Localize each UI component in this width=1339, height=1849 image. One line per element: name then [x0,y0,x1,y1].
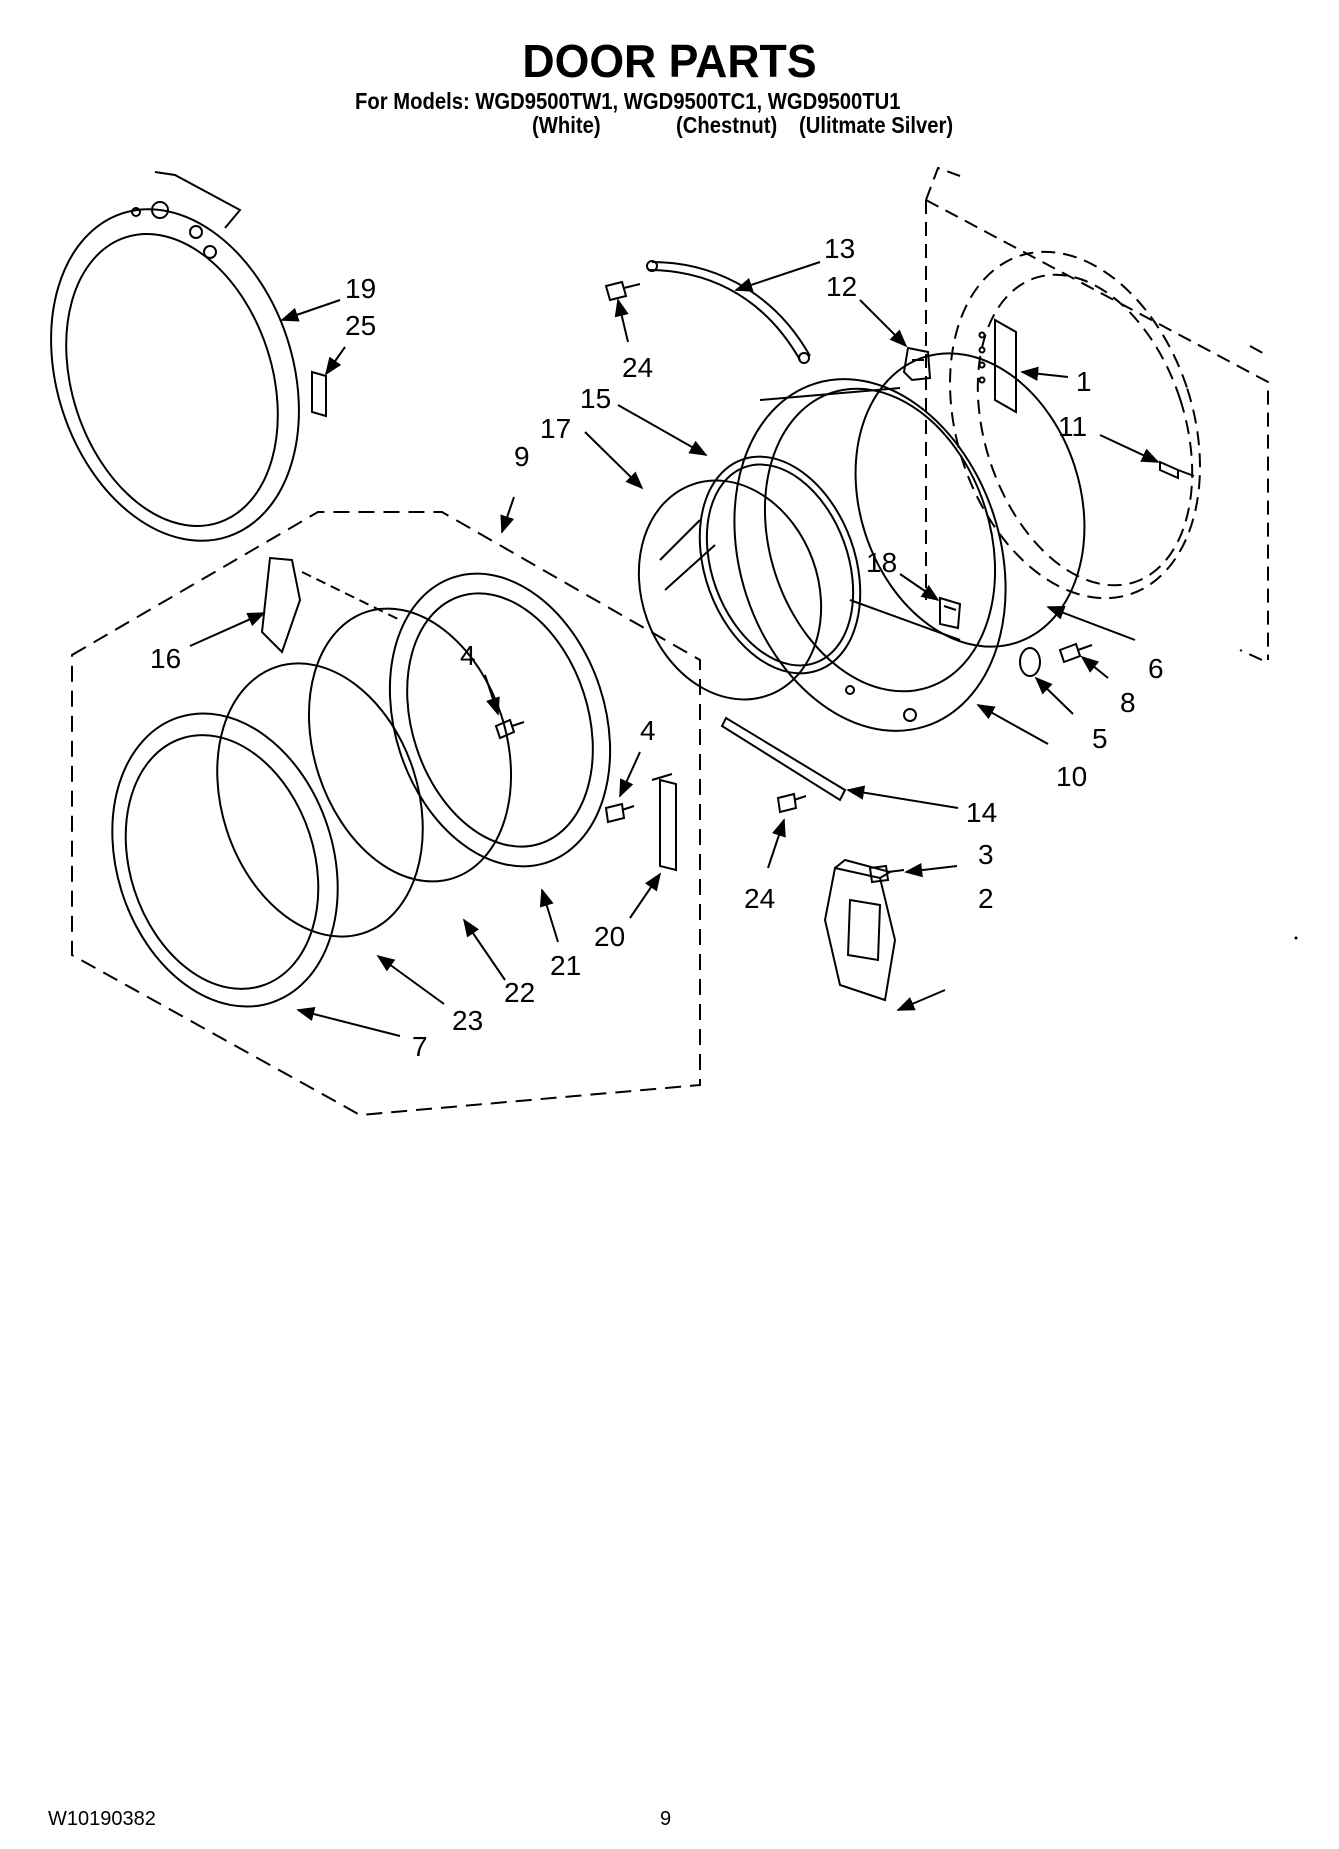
cabinet-front-outline [925,166,1269,661]
part-14-strip [720,716,847,802]
part-18-catch [939,596,962,630]
callout-3: 3 [978,839,994,870]
part-16-leader-dash [301,571,401,621]
callout-15: 15 [580,383,611,414]
part-16-hinge-cover [260,556,302,654]
callout-22: 22 [504,977,535,1008]
callout-21: 21 [550,950,581,981]
callout-24a: 24 [622,352,653,383]
part-6-door-seal [854,352,1086,648]
callout-4a: 4 [460,640,476,671]
callout-7: 7 [412,1031,428,1062]
callout-5: 5 [1092,723,1108,754]
callout-16: 16 [150,643,181,674]
callout-24b: 24 [744,883,775,914]
callout-17: 17 [540,413,571,444]
part-17-glass [637,479,823,701]
document-number: W10190382 [48,1808,156,1830]
part-24-screw-bottom [776,792,807,814]
part-2-latch-assembly [823,858,897,1002]
part-4-screw-a [494,718,525,740]
page-number: 9 [660,1808,672,1830]
part-19-outer-door-ring [50,171,300,542]
callout-23: 23 [452,1005,483,1036]
callout-13: 13 [824,233,855,264]
callout-10: 10 [1056,761,1087,792]
callout-9: 9 [514,441,530,472]
callout-6: 6 [1148,653,1164,684]
callout-1: 1 [1076,366,1092,397]
part-1-hinge-plate [978,318,1017,414]
speck [1294,936,1298,940]
part-25-clip [311,370,327,418]
part-9-group-outline [71,511,701,1117]
part-22-door-trim-ring [307,607,513,883]
part-21-inner-door-frame [388,572,612,868]
callout-25: 25 [345,310,376,341]
callout-14: 14 [966,797,997,828]
callout-2: 2 [978,883,994,914]
callout-12: 12 [826,271,857,302]
callout-11: 11 [1058,411,1087,442]
part-10-inner-door-panel [733,378,1007,732]
callout-20: 20 [594,921,625,952]
variant-white: (White) [532,112,601,138]
variant-chestnut: (Chestnut) [676,112,778,138]
callout-8: 8 [1120,687,1136,718]
part-13-hinge-arm [646,260,811,364]
callout-19: 19 [345,273,376,304]
part-7-door-front [111,712,339,1008]
callout-4b: 4 [640,715,656,746]
callout-labels: 1 2 3 4 4 5 6 7 8 9 10 11 12 13 14 15 16… [150,233,1164,1062]
part-20-bracket [651,773,677,872]
part-24-screw-top [604,280,641,302]
part-23-door-gasket-ring [216,662,424,938]
part-15-gasket [698,455,862,675]
part-11-screw [1159,460,1195,480]
part-8-screw [1058,642,1093,664]
part-5-washer [1019,647,1041,677]
page-title: DOOR PARTS [522,35,817,87]
callout-18: 18 [866,547,897,578]
variant-ultimate-silver: (Ulitmate Silver) [799,112,954,138]
part-4-screw-b [604,802,635,824]
leader-arrows [189,261,1160,1037]
models-line: For Models: WGD9500TW1, WGD9500TC1, WGD9… [355,88,901,114]
